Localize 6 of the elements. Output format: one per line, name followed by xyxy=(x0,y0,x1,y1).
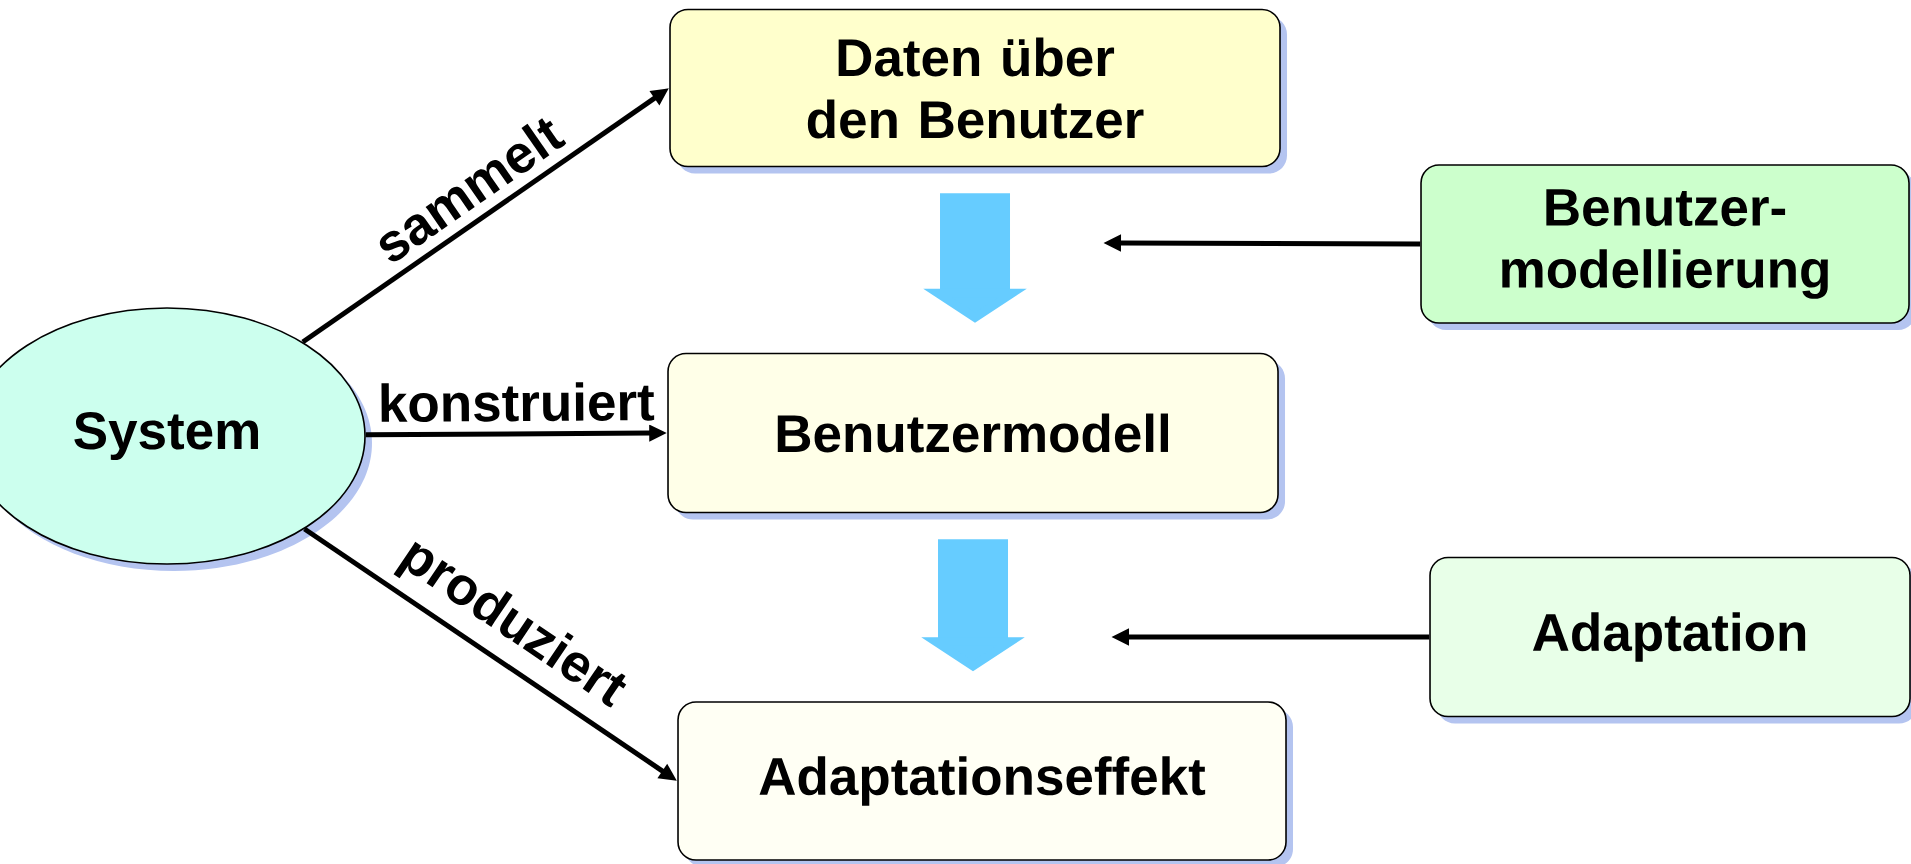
process-box: Adaptation xyxy=(1429,556,1911,724)
process-box: Benutzermodell xyxy=(667,352,1285,520)
process-box: Daten über den Benutzer xyxy=(669,8,1287,174)
process-box: Benutzer- modellierung xyxy=(1420,164,1911,330)
process-box: Adaptationseffekt xyxy=(677,701,1293,864)
edge-label: konstruiert xyxy=(373,377,659,427)
